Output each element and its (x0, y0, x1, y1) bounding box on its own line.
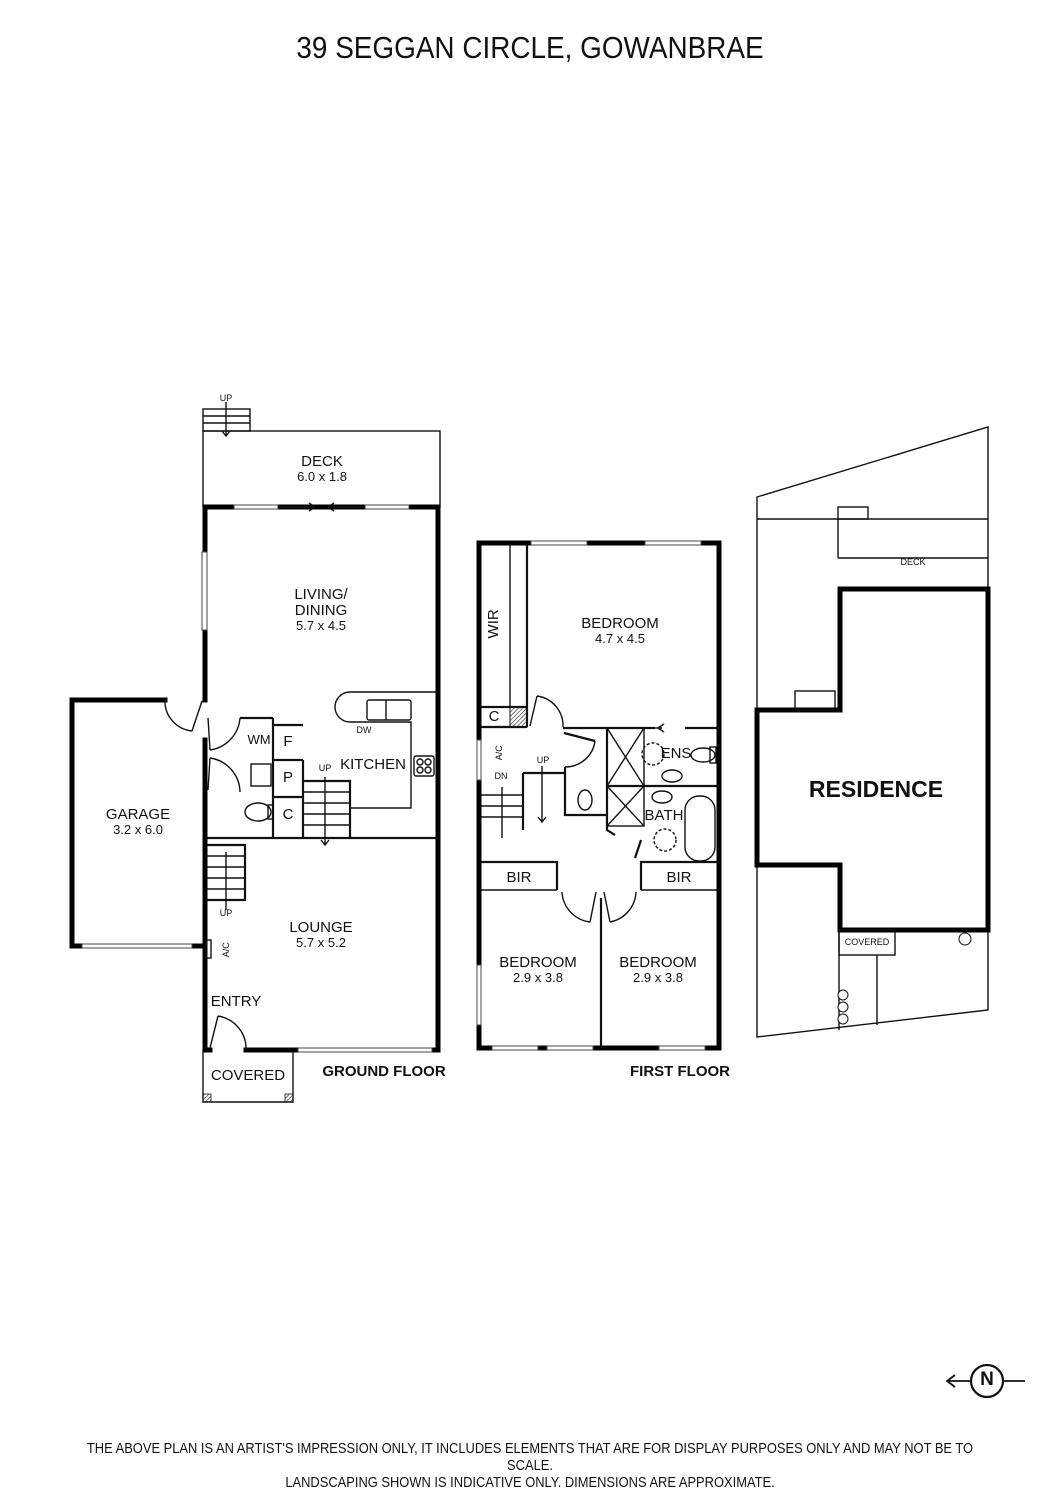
disclaimer: THE ABOVE PLAN IS AN ARTIST'S IMPRESSION… (74, 1440, 986, 1491)
room-kitchen: KITCHEN (340, 756, 406, 773)
ff-ac-label: A/C (493, 745, 504, 761)
site-plan (754, 426, 991, 1038)
first-floor-plan (476, 540, 722, 1051)
room-bir-2: BIR (666, 869, 692, 886)
ac-unit-icon (205, 939, 212, 959)
cooktop-icon (413, 755, 435, 777)
sink-icon (250, 763, 272, 787)
kitchen-bench (334, 691, 438, 809)
site-deck-label: DECK (900, 557, 926, 567)
stair-down-label: DN (494, 771, 508, 781)
deck-up-label: UP (219, 393, 233, 403)
ac-label: A/C (220, 942, 231, 958)
garage-walls (69, 697, 168, 949)
stair-up-label: UP (536, 755, 550, 765)
ground-floor-plan (69, 402, 441, 1103)
plant-icon (837, 932, 972, 1025)
wm-label: WM (247, 732, 271, 747)
residence-label: RESIDENCE (808, 776, 944, 802)
north-arrow-icon (945, 1363, 1025, 1399)
pantry-label: P (282, 769, 294, 786)
lounge-stair-up-label: UP (219, 908, 233, 918)
disclaimer-line-2: LANDSCAPING SHOWN IS INDICATIVE ONLY. DI… (285, 1474, 775, 1491)
room-wir: WIR (485, 609, 503, 639)
disclaimer-line-1: THE ABOVE PLAN IS AN ARTIST'S IMPRESSION… (86, 1440, 974, 1474)
cupboard-label: C (282, 806, 294, 823)
room-ensuite: ENS (660, 745, 692, 762)
covered-porch (202, 1050, 294, 1103)
room-linen-cupboard: C (488, 708, 500, 725)
room-bir-1: BIR (506, 869, 532, 886)
room-entry: ENTRY (210, 993, 262, 1010)
toilet-icon (244, 802, 272, 822)
kitchen-sink-icon (366, 699, 412, 721)
dishwasher-label: DW (356, 725, 372, 735)
kitchen-stair-up-label: UP (318, 763, 332, 773)
room-covered: COVERED (210, 1067, 286, 1084)
first-floor-label: FIRST FLOOR (630, 1063, 730, 1080)
page-title: 39 SEGGAN CIRCLE, GOWANBRAE (296, 30, 764, 65)
compass-north-letter: N (980, 1369, 994, 1390)
ground-floor-label: GROUND FLOOR (322, 1063, 446, 1080)
fridge-label: F (283, 733, 293, 750)
site-covered-label: COVERED (844, 937, 890, 947)
room-bath: BATH (644, 807, 684, 824)
